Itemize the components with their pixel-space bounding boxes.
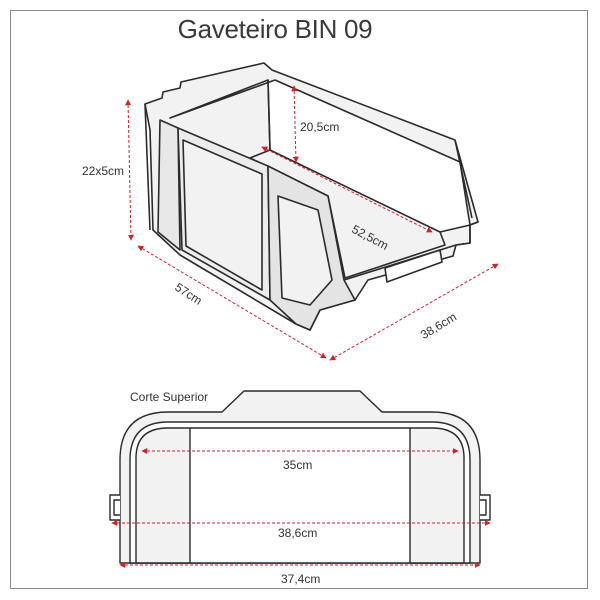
section-title: Corte Superior — [130, 390, 209, 404]
length-dimension-line — [137, 245, 327, 359]
page-frame — [10, 10, 588, 589]
width-dimension-line — [329, 263, 499, 361]
dimension-lines — [125, 85, 499, 361]
base-width-label: 37,4cm — [281, 572, 321, 586]
page-title: Gaveteiro BIN 09 — [177, 14, 373, 44]
inner-width-label: 35cm — [283, 458, 313, 472]
mid-width-label: 38,6cm — [278, 526, 318, 540]
height-dimension-line — [125, 99, 134, 241]
inner-height-dimension-line — [291, 85, 299, 163]
inner-height-label: 20,5cm — [300, 120, 340, 134]
height-label: 22x5cm — [82, 164, 125, 178]
section-dimension-lines — [111, 448, 491, 568]
inner-length-dimension-line — [261, 146, 433, 233]
